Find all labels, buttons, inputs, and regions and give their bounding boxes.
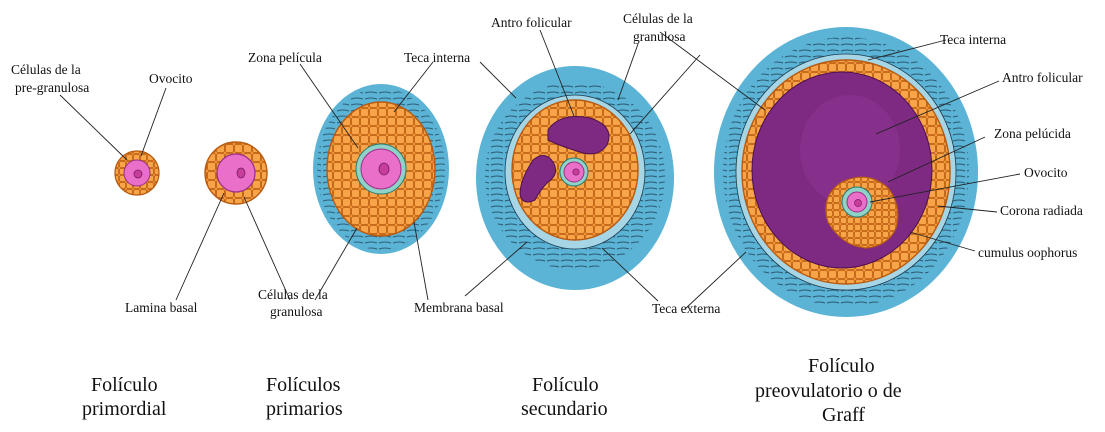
label-ovocito-primordial: Ovocito bbox=[149, 71, 193, 86]
primordial-follicle bbox=[115, 151, 159, 195]
caption-graff-line3: Graff bbox=[822, 404, 865, 426]
label-antro-folicular-graff: Antro folicular bbox=[1002, 70, 1083, 85]
primary-follicle-small bbox=[205, 142, 267, 204]
caption-secundario-line1: Folículo bbox=[532, 374, 599, 396]
label-corona-radiada: Corona radiada bbox=[1000, 203, 1083, 218]
captions: Folículo primordial Folículos primarios … bbox=[82, 355, 902, 426]
label-zona-pelicula: Zona película bbox=[248, 50, 322, 65]
caption-graff-line2: preovulatorio o de bbox=[755, 380, 902, 402]
caption-primordial-line2: primordial bbox=[82, 398, 167, 420]
label-celulas-granulosa-primary-line2: granulosa bbox=[270, 304, 322, 319]
label-celulas-granulosa-secondary-line2: granulosa bbox=[633, 29, 685, 44]
primary-follicle-large bbox=[313, 84, 449, 254]
caption-primarios-line2: primarios bbox=[266, 398, 343, 420]
caption-primordial-line1: Folículo bbox=[91, 374, 158, 396]
label-lamina-basal: Lamina basal bbox=[125, 300, 198, 315]
label-celulas-granulosa-primary-line1: Células de la bbox=[258, 287, 328, 302]
label-zona-pelucida: Zona pelúcida bbox=[994, 126, 1071, 141]
graafian-follicle bbox=[714, 27, 978, 317]
label-celulas-granulosa-secondary-line1: Células de la bbox=[623, 11, 693, 26]
caption-graff-line1: Folículo bbox=[808, 355, 875, 377]
caption-primarios-line1: Folículos bbox=[266, 374, 341, 396]
label-cumulus-oophorus: cumulus oophorus bbox=[978, 245, 1077, 260]
label-antro-folicular-secondary: Antro folicular bbox=[491, 15, 572, 30]
label-teca-interna-primary: Teca interna bbox=[404, 50, 470, 65]
label-celulas-pregranulosa-line1: Células de la bbox=[11, 62, 81, 77]
label-teca-externa: Teca externa bbox=[652, 301, 720, 316]
label-celulas-pregranulosa-line2: pre-granulosa bbox=[15, 80, 89, 95]
label-ovocito-graff: Ovocito bbox=[1024, 165, 1068, 180]
secondary-follicle bbox=[476, 66, 674, 290]
label-membrana-basal: Membrana basal bbox=[414, 300, 504, 315]
label-teca-interna-graff: Teca interna bbox=[940, 32, 1006, 47]
caption-secundario-line2: secundario bbox=[521, 398, 608, 420]
